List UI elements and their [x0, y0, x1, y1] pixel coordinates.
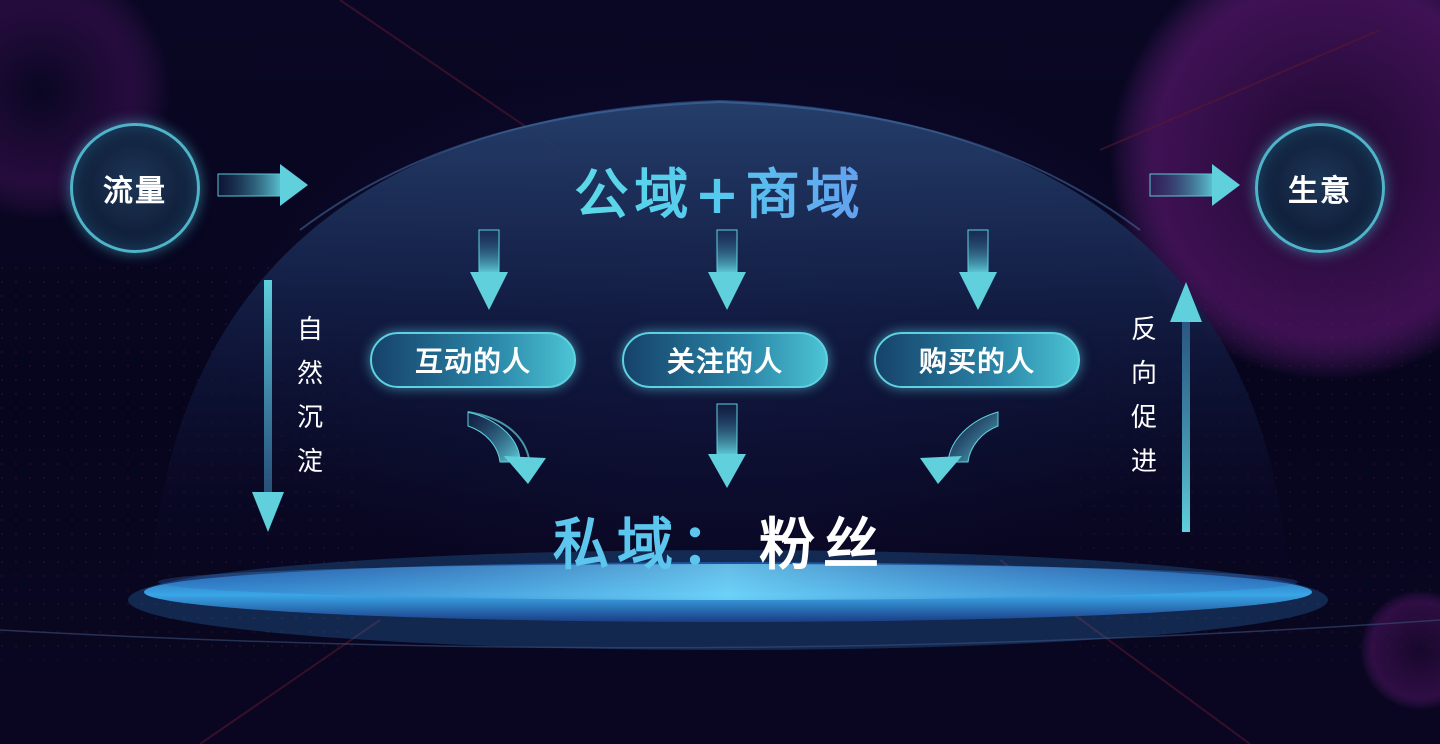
- traffic-node: 流量: [70, 123, 200, 253]
- arrow-natural-settle: [252, 280, 284, 532]
- arrow-title-to-purchase: [959, 229, 997, 310]
- arrow-purchase-to-private: [920, 411, 999, 484]
- group-pill-purchase: 购买的人: [874, 332, 1080, 388]
- arrow-title-to-follow: [708, 229, 746, 310]
- natural-settle-label: 自然沉淀: [296, 315, 323, 477]
- arrow-follow-to-private: [708, 403, 746, 488]
- arrow-domain-to-business: [1149, 164, 1240, 206]
- group-pill-label: 购买的人: [918, 345, 1035, 378]
- private-domain-heading: 私域：粉丝: [520, 500, 920, 581]
- group-pill-label: 互动的人: [414, 345, 531, 378]
- business-node: 生意: [1255, 123, 1385, 253]
- arrow-interact-to-private: [467, 411, 546, 484]
- private-domain-value: 粉丝: [759, 513, 887, 578]
- horizon-line: [0, 619, 1440, 649]
- group-pill-label: 关注的人: [666, 345, 783, 378]
- arrow-reverse-promote: [1170, 282, 1202, 532]
- reverse-promote-label: 反向促进: [1130, 315, 1157, 477]
- arrow-title-to-interact: [470, 229, 508, 310]
- business-node-label: 生意: [1288, 174, 1352, 209]
- public-commercial-domain-title: 公域+商域: [520, 150, 920, 229]
- traffic-node-label: 流量: [103, 174, 167, 209]
- private-domain-label: 私域：: [553, 513, 745, 578]
- dome-rim: [299, 100, 1141, 231]
- arrow-traffic-to-domain: [217, 164, 308, 206]
- purple-sphere-bottom-right: [1360, 590, 1440, 710]
- platform-top: [158, 564, 1298, 600]
- group-pill-interact: 互动的人: [370, 332, 576, 388]
- group-pill-follow: 关注的人: [622, 332, 828, 388]
